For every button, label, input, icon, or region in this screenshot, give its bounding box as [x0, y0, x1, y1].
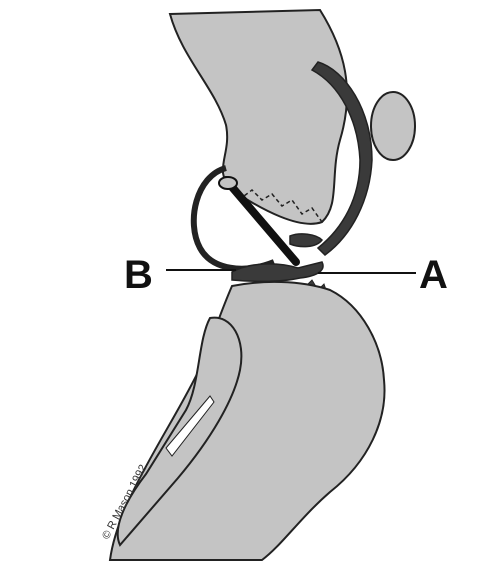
upper-bone	[170, 10, 347, 224]
callout-label-a: A	[419, 255, 448, 295]
lower-bone	[110, 282, 385, 560]
instrument-tip	[219, 177, 237, 189]
dark-fragment	[290, 234, 322, 247]
patella	[371, 92, 415, 160]
meniscus-tissue	[232, 262, 323, 281]
callout-label-b: B	[124, 255, 153, 295]
